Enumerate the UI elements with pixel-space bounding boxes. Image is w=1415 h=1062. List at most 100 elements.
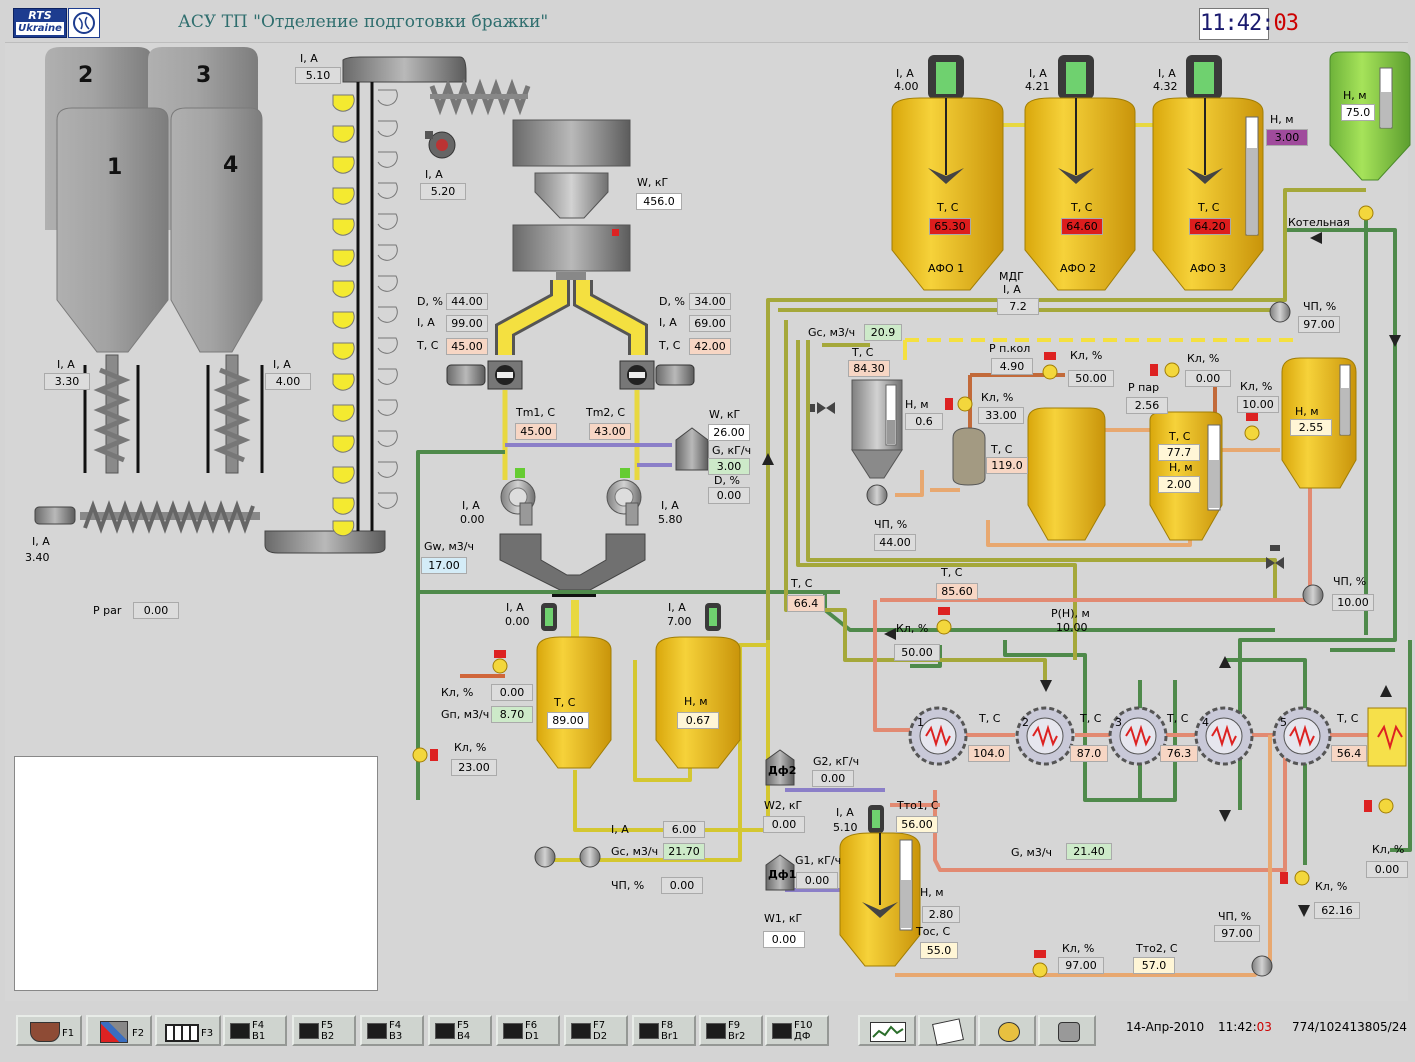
- afo1-current-value: 4.00: [894, 80, 919, 93]
- user-button[interactable]: [978, 1015, 1036, 1046]
- kl-left-value: 0.00: [491, 684, 533, 701]
- kl-low-value: 23.00: [451, 759, 497, 776]
- afo1-t-label: T, C: [937, 201, 959, 214]
- tto1-value: 56.00: [896, 816, 938, 833]
- afo3-h-label: H, м: [1270, 113, 1294, 126]
- report-button[interactable]: [918, 1015, 976, 1046]
- gw-value: 17.00: [421, 557, 467, 574]
- rts-logo: RTS Ukraine: [13, 8, 67, 38]
- exit-button[interactable]: [1038, 1015, 1096, 1046]
- afo2-t-label: T, C: [1071, 201, 1093, 214]
- column-chp-label: ЧП, %: [874, 518, 908, 531]
- mill1-current-label: I, A: [462, 499, 480, 512]
- mid-t-label: T, C: [991, 443, 1013, 456]
- pump-current-label: I, A: [611, 823, 629, 836]
- kotelnaya-label: Котельная: [1288, 216, 1350, 229]
- line-t-label: T, C: [791, 577, 813, 590]
- pumps: [534, 301, 1324, 977]
- p-h-label: P(H), м: [1051, 607, 1090, 620]
- left-t-value: 45.00: [446, 338, 488, 355]
- mash-tanks: [536, 603, 921, 967]
- hx5-t-value: 56.4: [1331, 745, 1367, 762]
- p-rar-label: P par: [93, 604, 122, 617]
- f6-d1-key: F6: [525, 1020, 538, 1031]
- p-h-value: 10.00: [1056, 621, 1088, 634]
- status-code: 774/102413805/24: [1292, 1020, 1407, 1034]
- status-date: 14-Апр-2010: [1126, 1020, 1205, 1034]
- key-user-icon: [998, 1022, 1020, 1042]
- f4-b3-sub: B3: [389, 1031, 403, 1042]
- trend-chart-icon: [870, 1022, 906, 1042]
- silo-label-4: 4: [223, 153, 239, 178]
- screen-icon: [367, 1023, 387, 1039]
- kl-far-label: Кл, %: [1372, 843, 1405, 856]
- hx4-num: 4: [1202, 716, 1209, 729]
- f7-d2-sub: D2: [593, 1031, 608, 1042]
- chp-low-value: 0.00: [661, 877, 703, 894]
- mixer-t-label: T, C: [554, 696, 576, 709]
- kl-left-label: Кл, %: [441, 686, 474, 699]
- tto2-label: Tто2, C: [1136, 942, 1178, 955]
- weigher-hopper: [512, 119, 631, 280]
- line-t-value: 66.4: [787, 595, 825, 612]
- kl-low-label: Кл, %: [454, 741, 487, 754]
- hx2-t-value: 87.0: [1070, 745, 1108, 762]
- control-valves: [412, 205, 1394, 978]
- afo1-current-label: I, A: [896, 67, 914, 80]
- kl-right-value: 10.00: [1237, 396, 1279, 413]
- feeders: [446, 360, 695, 390]
- message-panel[interactable]: [14, 756, 378, 991]
- silo4-current-value: 4.00: [265, 373, 311, 390]
- mixer-current-label: I, A: [506, 601, 524, 614]
- bucket-elevator: [264, 56, 467, 554]
- f3-button[interactable]: F3: [155, 1015, 221, 1046]
- tm1-value: 45.00: [515, 423, 557, 440]
- screen-icon: [639, 1023, 659, 1039]
- silo4-current-label: I, A: [273, 358, 291, 371]
- bottom-tank-h-value: 2.80: [922, 906, 960, 923]
- f4-b1-key: F4: [252, 1020, 265, 1031]
- left-d-value: 44.00: [446, 293, 488, 310]
- f2-label: F2: [132, 1028, 145, 1039]
- tm2-label: Tm2, C: [586, 406, 626, 419]
- tank2-current-value: 7.00: [667, 615, 692, 628]
- tto2-value: 57.0: [1133, 957, 1175, 974]
- screw-current-label: I, A: [32, 535, 50, 548]
- left-t-label: T, C: [417, 339, 439, 352]
- afo2-current-value: 4.21: [1025, 80, 1050, 93]
- gc-low-value: 21.70: [663, 843, 705, 860]
- dosing-w-label: W, кГ: [709, 408, 741, 421]
- p-kol-value: 4.90: [991, 358, 1033, 375]
- kl-bottom-value: 97.00: [1058, 957, 1104, 974]
- kl-branch-value: 62.16: [1314, 902, 1360, 919]
- f5-b4-key: F5: [457, 1020, 470, 1031]
- afo2-current-label: I, A: [1029, 67, 1047, 80]
- f1-label: F1: [62, 1028, 75, 1039]
- trend-button[interactable]: [858, 1015, 916, 1046]
- afo3-t-value: 64.20: [1189, 218, 1231, 235]
- right-i-label: I, A: [659, 316, 677, 329]
- g2-label: G2, кГ/ч: [813, 755, 860, 768]
- f1-button[interactable]: F1: [16, 1015, 82, 1046]
- pot-icon: [30, 1022, 60, 1042]
- afo1-t-value: 65.30: [929, 218, 971, 235]
- gp-value: 8.70: [491, 706, 533, 723]
- f2-button[interactable]: F2: [86, 1015, 152, 1046]
- afo3-current-value: 4.32: [1153, 80, 1178, 93]
- tm1-label: Tm1, C: [516, 406, 556, 419]
- chp-low-label: ЧП, %: [611, 879, 645, 892]
- screw-current-value: 3.40: [25, 551, 50, 564]
- mid-t-value: 119.0: [986, 457, 1028, 474]
